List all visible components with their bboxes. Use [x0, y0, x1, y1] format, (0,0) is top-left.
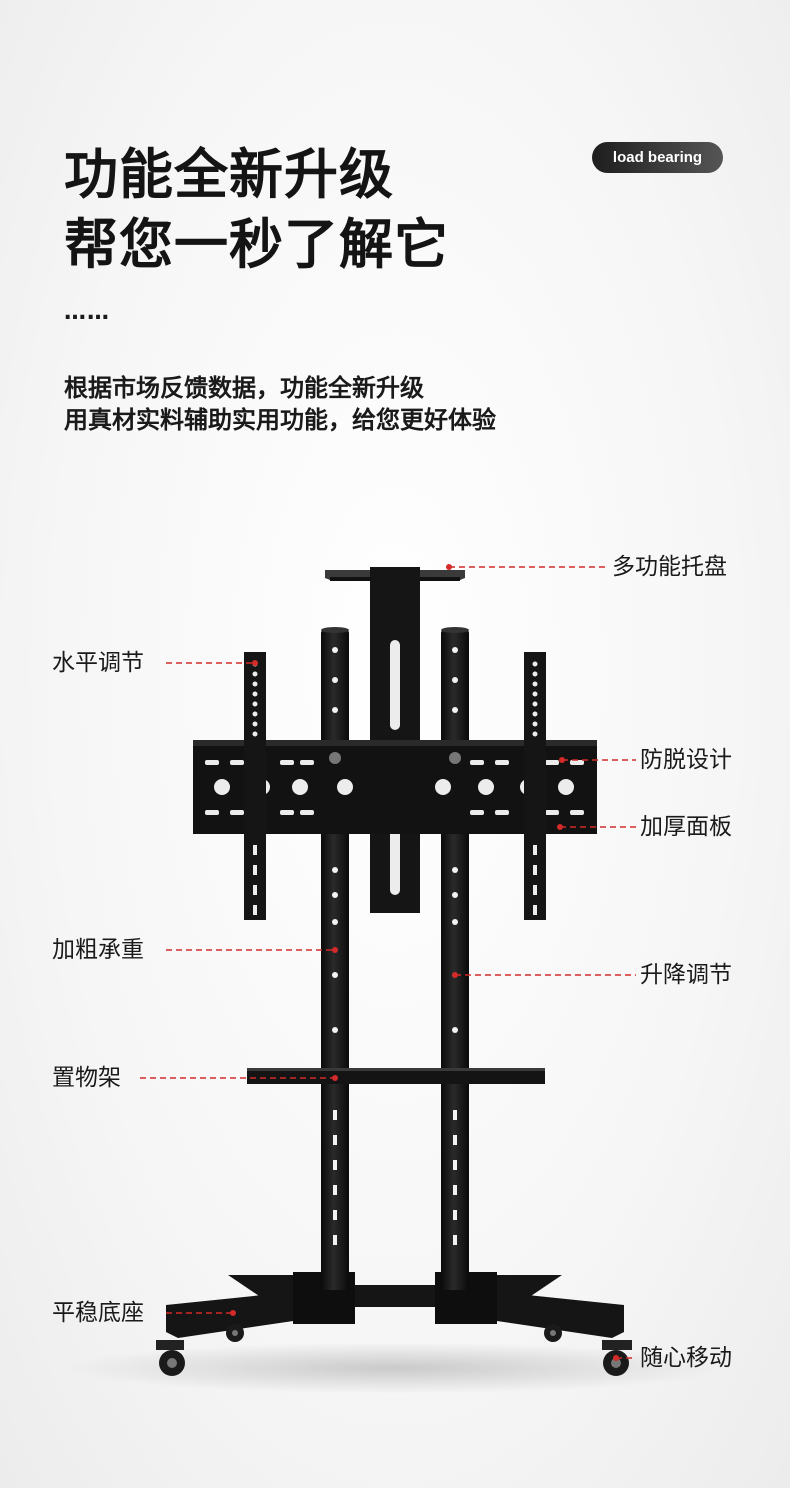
ellipsis: …… [64, 300, 110, 325]
casters [156, 1324, 632, 1376]
shelf [247, 1068, 545, 1084]
description-line-1: 根据市场反馈数据，功能全新升级 [64, 374, 424, 402]
callout-move: 随心移动 [640, 1345, 732, 1371]
description: 根据市场反馈数据，功能全新升级 用真材实料辅助实用功能，给您更好体验 [64, 372, 496, 436]
callout-shelf: 置物架 [52, 1065, 121, 1091]
callout-base: 平稳底座 [52, 1300, 144, 1326]
caster-back-left [226, 1324, 244, 1342]
headline-line-2: 帮您一秒了解它 [64, 213, 449, 276]
description-line-2: 用真材实料辅助实用功能，给您更好体验 [64, 406, 496, 434]
bracket-right [524, 652, 546, 920]
base-leg-front-right [490, 1292, 624, 1338]
callout-thick-bold: 加粗承重 [52, 937, 144, 963]
tv-stand-illustration [65, 564, 725, 1394]
caster-front-right [602, 1340, 632, 1376]
callout-thick-panel: 加厚面板 [640, 814, 732, 840]
callout-lift: 升降调节 [640, 962, 732, 988]
headline: 功能全新升级 帮您一秒了解它 [64, 140, 449, 280]
caster-back-right [544, 1324, 562, 1342]
base-crossbar [340, 1285, 450, 1307]
caster-front-left [156, 1340, 185, 1376]
pole-holes [332, 647, 458, 1245]
bracket-left [244, 652, 266, 920]
headline-line-1: 功能全新升级 [64, 143, 394, 206]
floor-shadow [65, 1342, 725, 1394]
callout-tray: 多功能托盘 [612, 554, 727, 580]
callout-horizontal: 水平调节 [52, 650, 144, 676]
callout-lines [140, 566, 636, 1359]
callout-anti-drop: 防脱设计 [640, 747, 732, 773]
callout-dots [230, 564, 619, 1361]
load-bearing-badge: load bearing [592, 142, 723, 173]
vertical-brackets [244, 652, 546, 920]
